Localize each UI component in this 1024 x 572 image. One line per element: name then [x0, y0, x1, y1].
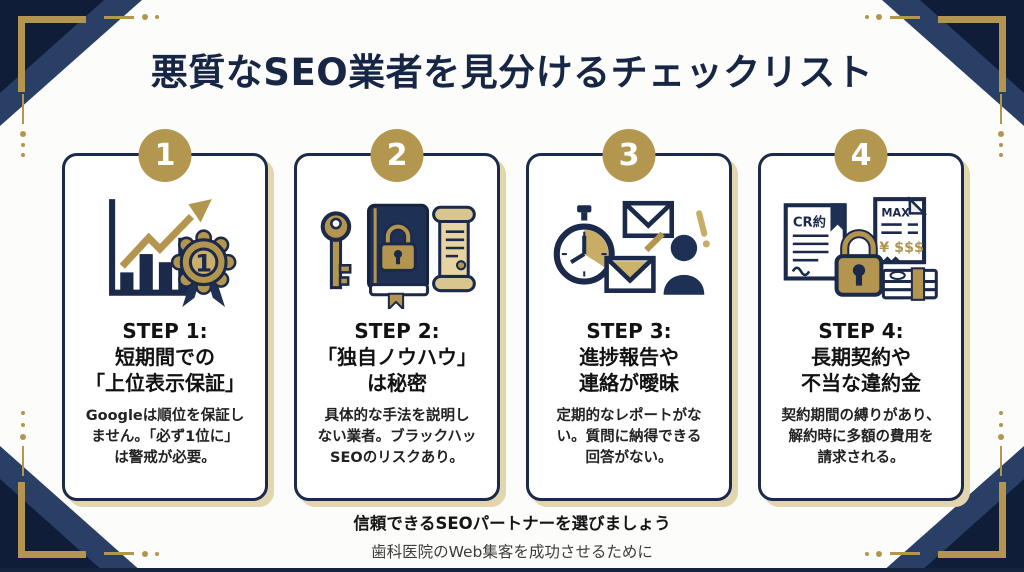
- bottom-edge-strip: [0, 568, 1024, 572]
- ornament-dot: [876, 551, 882, 557]
- step-card-3: 3: [526, 129, 732, 501]
- ornament-dot: [142, 551, 148, 557]
- ornament-edge-line: [1000, 94, 1002, 124]
- step-1-heading: STEP 1: 短期間での 「上位表示保証」: [85, 319, 245, 395]
- ornament-dot: [998, 131, 1004, 137]
- ornament-dot: [865, 15, 869, 19]
- ornament-dot: [21, 423, 25, 427]
- step-3-description: 定期的なレポートがな い。質問に納得できる 回答がない。: [556, 408, 702, 467]
- step-4-icon-zone: CR約 MAX: [761, 190, 961, 310]
- ornament-dash: [104, 552, 134, 555]
- step-number-badge: 3: [602, 129, 656, 182]
- step-number-badge: 2: [370, 129, 424, 182]
- step-number-badge: 1: [138, 129, 192, 182]
- ornament-dash: [104, 16, 134, 19]
- money-stack-icon: [881, 267, 938, 301]
- step-card-4: 4 CR約: [758, 129, 964, 501]
- ornament-dot: [21, 411, 25, 415]
- step-card-2: 2: [294, 129, 500, 501]
- step-2-heading: STEP 2: 「独自ノウハウ」 は秘密: [317, 319, 477, 395]
- step-1-description: Googleは順位を保証し ません。「必ず1位に」 は警戒が必要。: [85, 408, 245, 467]
- step-4-heading: STEP 4: 長期契約や 不当な違約金: [801, 319, 921, 395]
- step-number-badge: 4: [834, 129, 888, 182]
- step-2-icon-zone: [297, 190, 497, 310]
- gold-bracket-top-right: [938, 16, 1006, 92]
- svg-text:¥ $$$: ¥ $$$: [879, 240, 924, 256]
- step-3-heading: STEP 3: 進捗報告や 連絡が曖昧: [579, 319, 679, 395]
- award-ribbon-icon: 1: [170, 229, 237, 307]
- ornament-dash: [890, 552, 920, 555]
- step-3-icon-zone: [529, 190, 729, 310]
- ornament-dash: [890, 16, 920, 19]
- page-title: 悪質なSEO業者を見分けるチェックリスト: [150, 51, 874, 94]
- ornament-dot: [155, 552, 159, 556]
- step-1-icon-zone: 1: [65, 190, 265, 310]
- step-2-description: 具体的な手法を説明し ない業者。ブラックハッ SEOのリスクあり。: [317, 408, 477, 467]
- envelope-icon: [622, 200, 675, 239]
- ornament-edge-line: [22, 446, 24, 476]
- ornament-dot: [999, 153, 1003, 157]
- key-book-scroll-icon: [320, 203, 476, 309]
- chart-growth-award-icon: 1: [109, 199, 237, 307]
- invoice-icon: MAX ¥ $$$: [873, 196, 928, 265]
- person-alert-icon: [663, 210, 710, 295]
- key-icon: [320, 211, 352, 290]
- step-4-description: 契約期間の縛りがあり、 解約時に多額の費用を 請求される。: [781, 408, 941, 467]
- padlock-icon: [834, 229, 884, 297]
- ornament-dot: [999, 143, 1003, 147]
- ornament-dot: [20, 434, 26, 440]
- ornament-dot: [20, 131, 26, 137]
- envelope-check-icon: [604, 231, 665, 293]
- ornament-dot: [998, 434, 1004, 440]
- checklist-cards-row: 1: [62, 129, 964, 501]
- ornament-dot: [21, 143, 25, 147]
- gold-bracket-bottom-right: [938, 482, 1006, 558]
- ornament-dot: [142, 14, 148, 20]
- contract-lock-money-icon: CR約 MAX: [783, 196, 938, 301]
- ornament-dot: [21, 153, 25, 157]
- footer: 信頼できるSEOパートナーを選びましょう 歯科医院のWeb集客を成功させるために: [0, 510, 1024, 562]
- stopwatch-icon: [553, 205, 615, 285]
- scroll-icon: [432, 205, 476, 293]
- gold-bracket-bottom-left: [18, 482, 86, 558]
- footer-submessage: 歯科医院のWeb集客を成功させるために: [371, 543, 653, 561]
- svg-text:MAX: MAX: [881, 206, 910, 219]
- ornament-dot: [999, 411, 1003, 415]
- ornament-dot: [155, 15, 159, 19]
- step-card-1: 1: [62, 129, 268, 501]
- locked-book-icon: [366, 203, 430, 309]
- ornament-dot: [876, 14, 882, 20]
- ornament-dot: [865, 552, 869, 556]
- ornament-edge-line: [22, 94, 24, 124]
- ornament-dot: [999, 423, 1003, 427]
- ornament-edge-line: [1000, 446, 1002, 476]
- stopwatch-mail-person-icon: [553, 200, 710, 295]
- svg-text:CR約: CR約: [793, 214, 826, 231]
- svg-text:1: 1: [195, 248, 212, 277]
- gold-bracket-top-left: [18, 16, 86, 92]
- footer-message: 信頼できるSEOパートナーを選びましょう: [353, 514, 671, 533]
